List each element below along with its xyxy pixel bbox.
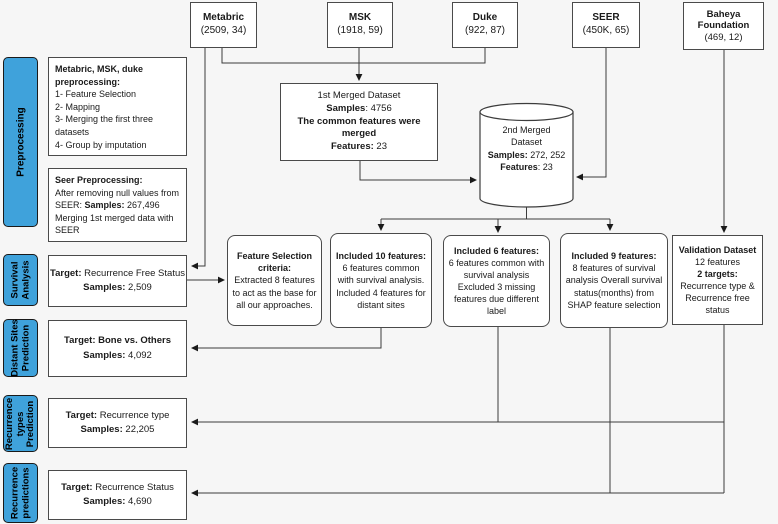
target-label: Target: [50,267,82,279]
included6-box: Included 6 features: 6 features common w… [443,235,550,327]
arrow-included10-to-bone [191,328,382,352]
target-box-recurrence-status: Target: Recurrence Status Samples: 4,690 [48,470,187,520]
samples-value: 267,496 [124,200,160,211]
merged1-box: 1st Merged Dataset Samples: 4756 The com… [280,83,438,161]
arrow-merged1-to-merged2 [359,161,477,184]
samples-label: Samples: [83,349,126,361]
stage-label-text: Preprocessing [14,107,26,177]
dataset-name: Duke [472,12,498,24]
stage-label-preprocessing: Preprocessing [3,57,38,227]
dataset-shape: (1918, 59) [337,25,383,36]
target-box-survival: Target: Recurrence Free Status Samples: … [48,255,187,307]
dataset-box-duke: Duke (922, 87) [452,2,518,48]
dataset-box-baheya: Baheya Foundation (469, 12) [683,2,764,50]
features-label: Features [500,162,538,173]
target-label: Target: [64,335,96,347]
box-title: Validation Dataset [678,244,757,255]
step-item: 1- Feature Selection [55,89,137,100]
dataset-name: MSK [348,12,372,24]
samples-value: : 4756 [365,102,392,114]
merged2-title: 2nd Merged [502,125,551,135]
target-box-recurrence-type: Target: Recurrence type Samples: 22,205 [48,398,187,448]
samples-value: 4,092 [125,349,152,361]
box-title: Included 10 features: [335,251,427,262]
arrow-metabric-to-survival [191,48,206,270]
dataset-box-msk: MSK (1918, 59) [327,2,393,48]
dataset-name: Baheya Foundation [697,8,750,32]
box-title: Included 9 features: [571,251,657,262]
samples-label: Samples: [84,200,125,211]
box-title: Feature Selection criteria: [236,251,313,274]
dataset-shape: (469, 12) [704,31,743,43]
target-label: Target: [65,409,98,421]
feature-selection-criteria-box: Feature Selection criteria: Extracted 8 … [227,235,322,326]
samples-label: Samples: [487,149,528,160]
seer-preprocessing-box: Seer Preprocessing: After removing null … [48,168,187,242]
target-value: Recurrence type [97,409,170,421]
samples-label: Samples: [83,282,126,293]
stage-label-text: Recurrence predictions [8,466,31,520]
box-body: 12 features [694,256,741,267]
step-item: 2- Mapping [55,101,101,112]
target-value: Recurrence Free Status [81,267,185,279]
target-value: Bone vs. Others [95,335,171,347]
samples-value: 22,205 [122,424,155,435]
dataset-shape: (450K, 65) [582,25,630,36]
dataset-name: Metabric [202,12,245,24]
step-item: 4- Group by imputation [55,139,147,150]
samples-value: 4,690 [125,496,152,507]
box-body: 8 features of survival analysis Overall … [565,263,663,310]
merged1-title: 1st Merged Dataset [317,89,401,101]
box-title: Included 6 features: [453,245,540,256]
stage-label-text: Recurrence types Prediction [3,397,36,450]
dataset-box-metabric: Metabric (2509, 34) [190,2,257,48]
stage-label-recurrence-predictions: Recurrence predictions [3,463,38,523]
features-value: 23 [373,141,387,153]
stage-label-recurrence-types: Recurrence types Prediction [3,395,38,452]
samples-value: 272, 252 [527,149,566,160]
dataset-shape: (922, 87) [464,25,506,36]
features-label: Features: [331,141,374,153]
included9-box: Included 9 features: 8 features of survi… [560,233,668,328]
included10-box: Included 10 features: 6 features common … [330,233,432,328]
samples-label: Samples: [80,424,123,435]
dataset-shape: (2509, 34) [200,25,247,36]
rail-top-merge [221,48,486,64]
box-body: Extracted 8 features to act as the base … [232,275,317,310]
target-label: Target: [61,481,93,493]
merged2-cylinder-text: 2nd Merged Dataset Samples: 272, 252 Fea… [480,124,573,174]
arrow-seer-to-merged2 [576,48,607,181]
samples-label: Samples [326,102,366,114]
targets-value: Recurrence type & Recurrence free status [680,281,755,316]
note-text: After removing null values from SEER: [55,187,180,211]
box-body: 6 features common with survival analysis… [336,263,426,310]
dataset-box-seer: SEER (450K, 65) [572,2,640,48]
dataset-name: SEER [592,12,620,24]
preprocessing-steps-box: Metabric, MSK, duke preprocessing: 1- Fe… [48,57,187,156]
targets-label: 2 targets: [697,268,738,279]
note-text: Merging 1st merged data with SEER [55,212,174,236]
merged1-note: The common features were merged [297,115,421,140]
box-body: 6 features common with survival analysis… [448,257,545,317]
stage-label-distant-sites: Distant Sites Prediction [3,319,38,377]
validation-dataset-box: Validation Dataset 12 features 2 targets… [672,235,763,325]
box-title: Metabric, MSK, duke preprocessing: [55,64,144,87]
stage-label-survival-analysis: Survival Analysis [3,254,38,306]
stage-label-text: Survival Analysis [8,260,31,300]
box-title: Seer Preprocessing: [55,175,143,185]
stage-label-text: Distant Sites Prediction [8,319,31,377]
samples-label: Samples: [83,496,126,507]
samples-value: 2,509 [125,282,152,293]
merged2-title2: Dataset [510,137,543,148]
step-item: 3- Merging the first three datasets [55,114,154,137]
features-value: : 23 [537,162,553,173]
target-value: Recurrence Status [92,481,174,493]
target-box-distant-sites: Target: Bone vs. Others Samples: 4,092 [48,320,187,377]
